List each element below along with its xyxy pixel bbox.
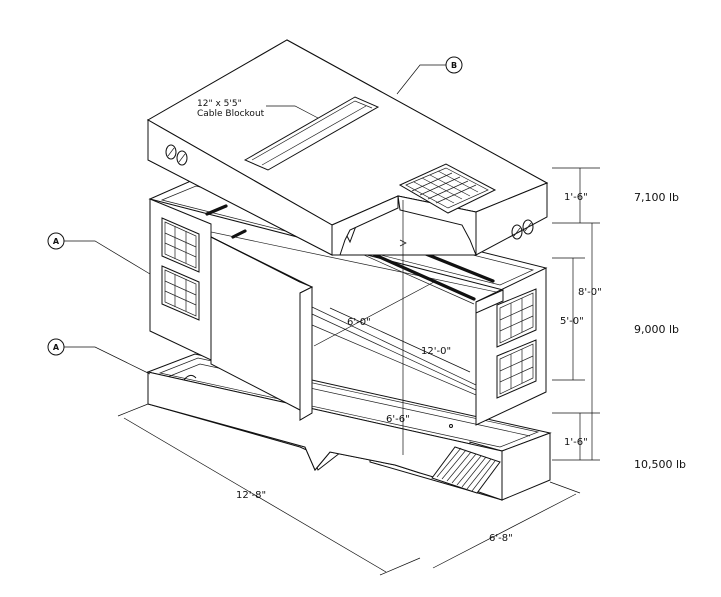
leader-b — [396, 64, 446, 95]
top-slab — [146, 39, 549, 256]
dim-wall-section: 5'-0" — [560, 316, 584, 327]
wall-rim-inner — [160, 185, 535, 286]
dim-outer-length: 12'-8" — [236, 490, 266, 501]
blockout-note-line1: 12" x 5'5" — [197, 99, 242, 109]
wall-left-end — [149, 198, 212, 361]
right-knockout-upper — [496, 288, 537, 348]
base-drain-dot — [449, 424, 453, 428]
dimension-lines — [64, 64, 600, 576]
callout-a-lower-label: A — [53, 343, 60, 352]
cable-blockout — [243, 96, 380, 171]
access-hatch — [398, 163, 497, 214]
callout-a-lower: A — [47, 338, 65, 356]
hatch-pattern — [411, 170, 479, 204]
base-inner-ledge — [164, 363, 531, 437]
dim-inner-length: 12'-0" — [421, 346, 451, 357]
left-knockout-lower — [161, 265, 200, 321]
callout-a-upper: A — [47, 232, 65, 250]
leader-a-upper — [64, 240, 151, 275]
dim-inner-depth: 6'-6" — [386, 414, 410, 425]
right-conduit-holes — [511, 219, 534, 240]
right-knockout-lower — [496, 339, 537, 399]
blockout-note-line2: Cable Blockout — [197, 109, 265, 119]
leader-blockout — [266, 105, 319, 119]
base-lifting-hole — [183, 374, 197, 381]
leader-a-lower — [64, 346, 151, 375]
left-knockout-upper — [161, 217, 200, 273]
weight-top: 7,100 lb — [634, 191, 679, 204]
callout-b: B — [445, 56, 463, 74]
dim-outer-width: 6'-8" — [489, 533, 513, 544]
weight-middle: 9,000 lb — [634, 323, 679, 336]
dim-wall-height: 8'-0" — [578, 287, 602, 298]
weight-bottom: 10,500 lb — [634, 458, 686, 471]
dim-base-height: 1'-6" — [564, 437, 588, 448]
callout-a-upper-label: A — [53, 237, 60, 246]
base-cavity — [158, 357, 540, 448]
base-right-face — [501, 432, 551, 501]
dim-top-height: 1'-6" — [564, 192, 588, 203]
left-conduit-holes — [165, 144, 188, 166]
callout-b-label: B — [451, 61, 457, 70]
base-grate — [431, 446, 501, 494]
dim-inner-width: 6'-0" — [347, 317, 371, 328]
cable-rack-rod — [205, 204, 228, 216]
